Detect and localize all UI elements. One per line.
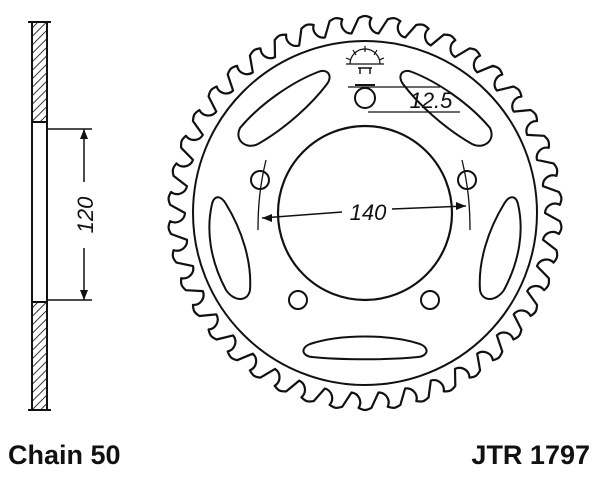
part-number-label: JTR 1797 [471, 440, 590, 470]
hub-height-label: 120 [73, 196, 98, 233]
sun-logo-icon [345, 46, 385, 74]
cutout-left [208, 196, 252, 300]
profile-bottom-section [31, 301, 48, 411]
cutout-upper-left [237, 70, 331, 147]
bolt-circle-label: 140 [350, 200, 387, 225]
side-profile [28, 21, 51, 411]
hole-size-label: 12.5 [410, 88, 454, 113]
bolt-hole-top [354, 87, 376, 109]
hole-size-dimension: 12.5 [348, 86, 460, 113]
center-bore [276, 124, 454, 302]
bolt-circle-dimension: 140 [257, 159, 471, 231]
cutout-upper-right [399, 70, 493, 147]
lightening-cutouts [208, 70, 522, 361]
sprocket-face: 12.5 140 [167, 14, 563, 412]
hub-height-dimension: 120 [47, 128, 98, 301]
bolt-hole-lower-left [288, 290, 308, 310]
bolt-hole-upper-left [250, 170, 270, 190]
profile-top-section [31, 21, 48, 123]
root-circle [192, 40, 538, 386]
cutout-right [478, 196, 522, 300]
chain-size-label: Chain 50 [8, 440, 121, 470]
profile-hub [31, 121, 48, 303]
bolt-hole-lower-right [420, 290, 440, 310]
cutout-bottom [302, 335, 428, 361]
